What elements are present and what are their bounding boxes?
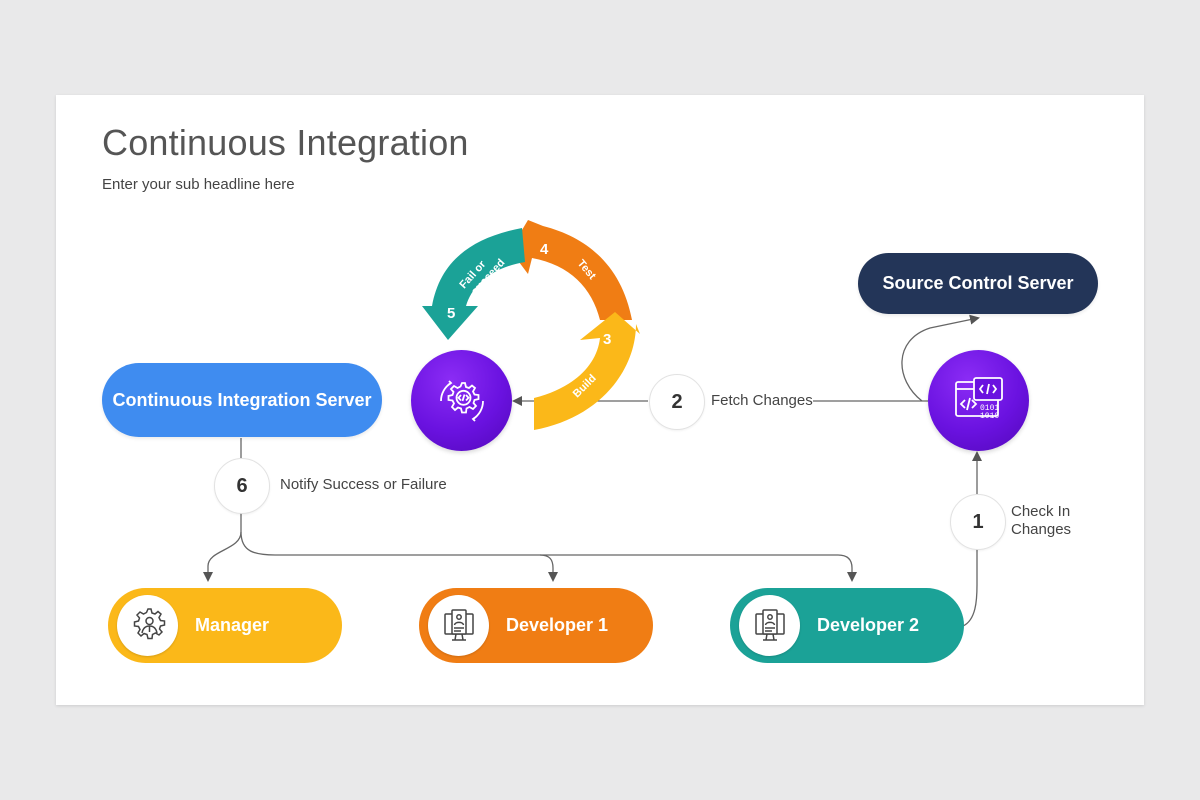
badge-to-server-line — [901, 314, 980, 402]
page-subtitle: Enter your sub headline here — [102, 176, 295, 193]
manager-label: Manager — [195, 615, 270, 635]
dev2-to-step1-line — [962, 548, 978, 627]
code-window-icon: 0101 1010 — [954, 376, 1003, 421]
branch-to-dev2 — [540, 554, 857, 582]
developer-2-label: Developer 2 — [817, 615, 920, 635]
step-1-label: Check In Changes — [1011, 503, 1071, 539]
step-2-label: Fetch Changes — [711, 392, 813, 409]
developer-1-node[interactable]: Developer 1 — [419, 588, 653, 663]
branch-to-dev1 — [240, 531, 558, 582]
developer-2-node[interactable]: Developer 2 — [730, 588, 964, 663]
step-6-badge: 6 — [214, 458, 270, 514]
developer-2-icon-circle — [739, 595, 800, 656]
developer-monitor-icon — [443, 608, 474, 641]
developer-1-icon-circle — [428, 595, 489, 656]
step-1-badge: 1 — [950, 494, 1006, 550]
source-code-badge: 0101 1010 — [928, 350, 1029, 451]
ci-gear-badge — [411, 350, 512, 451]
branch-to-manager — [203, 531, 242, 582]
svg-text:0101: 0101 — [980, 404, 999, 413]
step-1-label-line1: Check In — [1011, 503, 1071, 520]
cycle-build-number: 3 — [603, 331, 611, 348]
svg-text:1010: 1010 — [980, 412, 999, 421]
cycle-fail-number: 5 — [447, 305, 455, 322]
ci-server-node[interactable]: Continuous Integration Server — [102, 363, 382, 437]
source-control-server-node[interactable]: Source Control Server — [858, 253, 1098, 314]
cycle-test-arrow — [510, 220, 632, 320]
step-2-badge: 2 — [649, 374, 705, 430]
manager-icon-circle — [117, 595, 178, 656]
cycle-fail-arrow — [422, 228, 525, 340]
cycle-test-number: 4 — [540, 241, 549, 258]
developer-1-label: Developer 1 — [506, 615, 609, 635]
manager-gear-icon — [133, 607, 165, 639]
developer-monitor-icon — [754, 608, 785, 641]
gear-code-icon — [439, 379, 484, 422]
step-1-label-line2: Changes — [1011, 521, 1072, 538]
ci-cycle: 4 Test 3 Build 5 Fail or succeed — [422, 220, 640, 430]
page-title: Continuous Integration — [102, 122, 469, 163]
cycle-build-arrow — [534, 312, 640, 430]
manager-node[interactable]: Manager — [108, 588, 342, 663]
step-6-label: Notify Success or Failure — [280, 476, 447, 493]
